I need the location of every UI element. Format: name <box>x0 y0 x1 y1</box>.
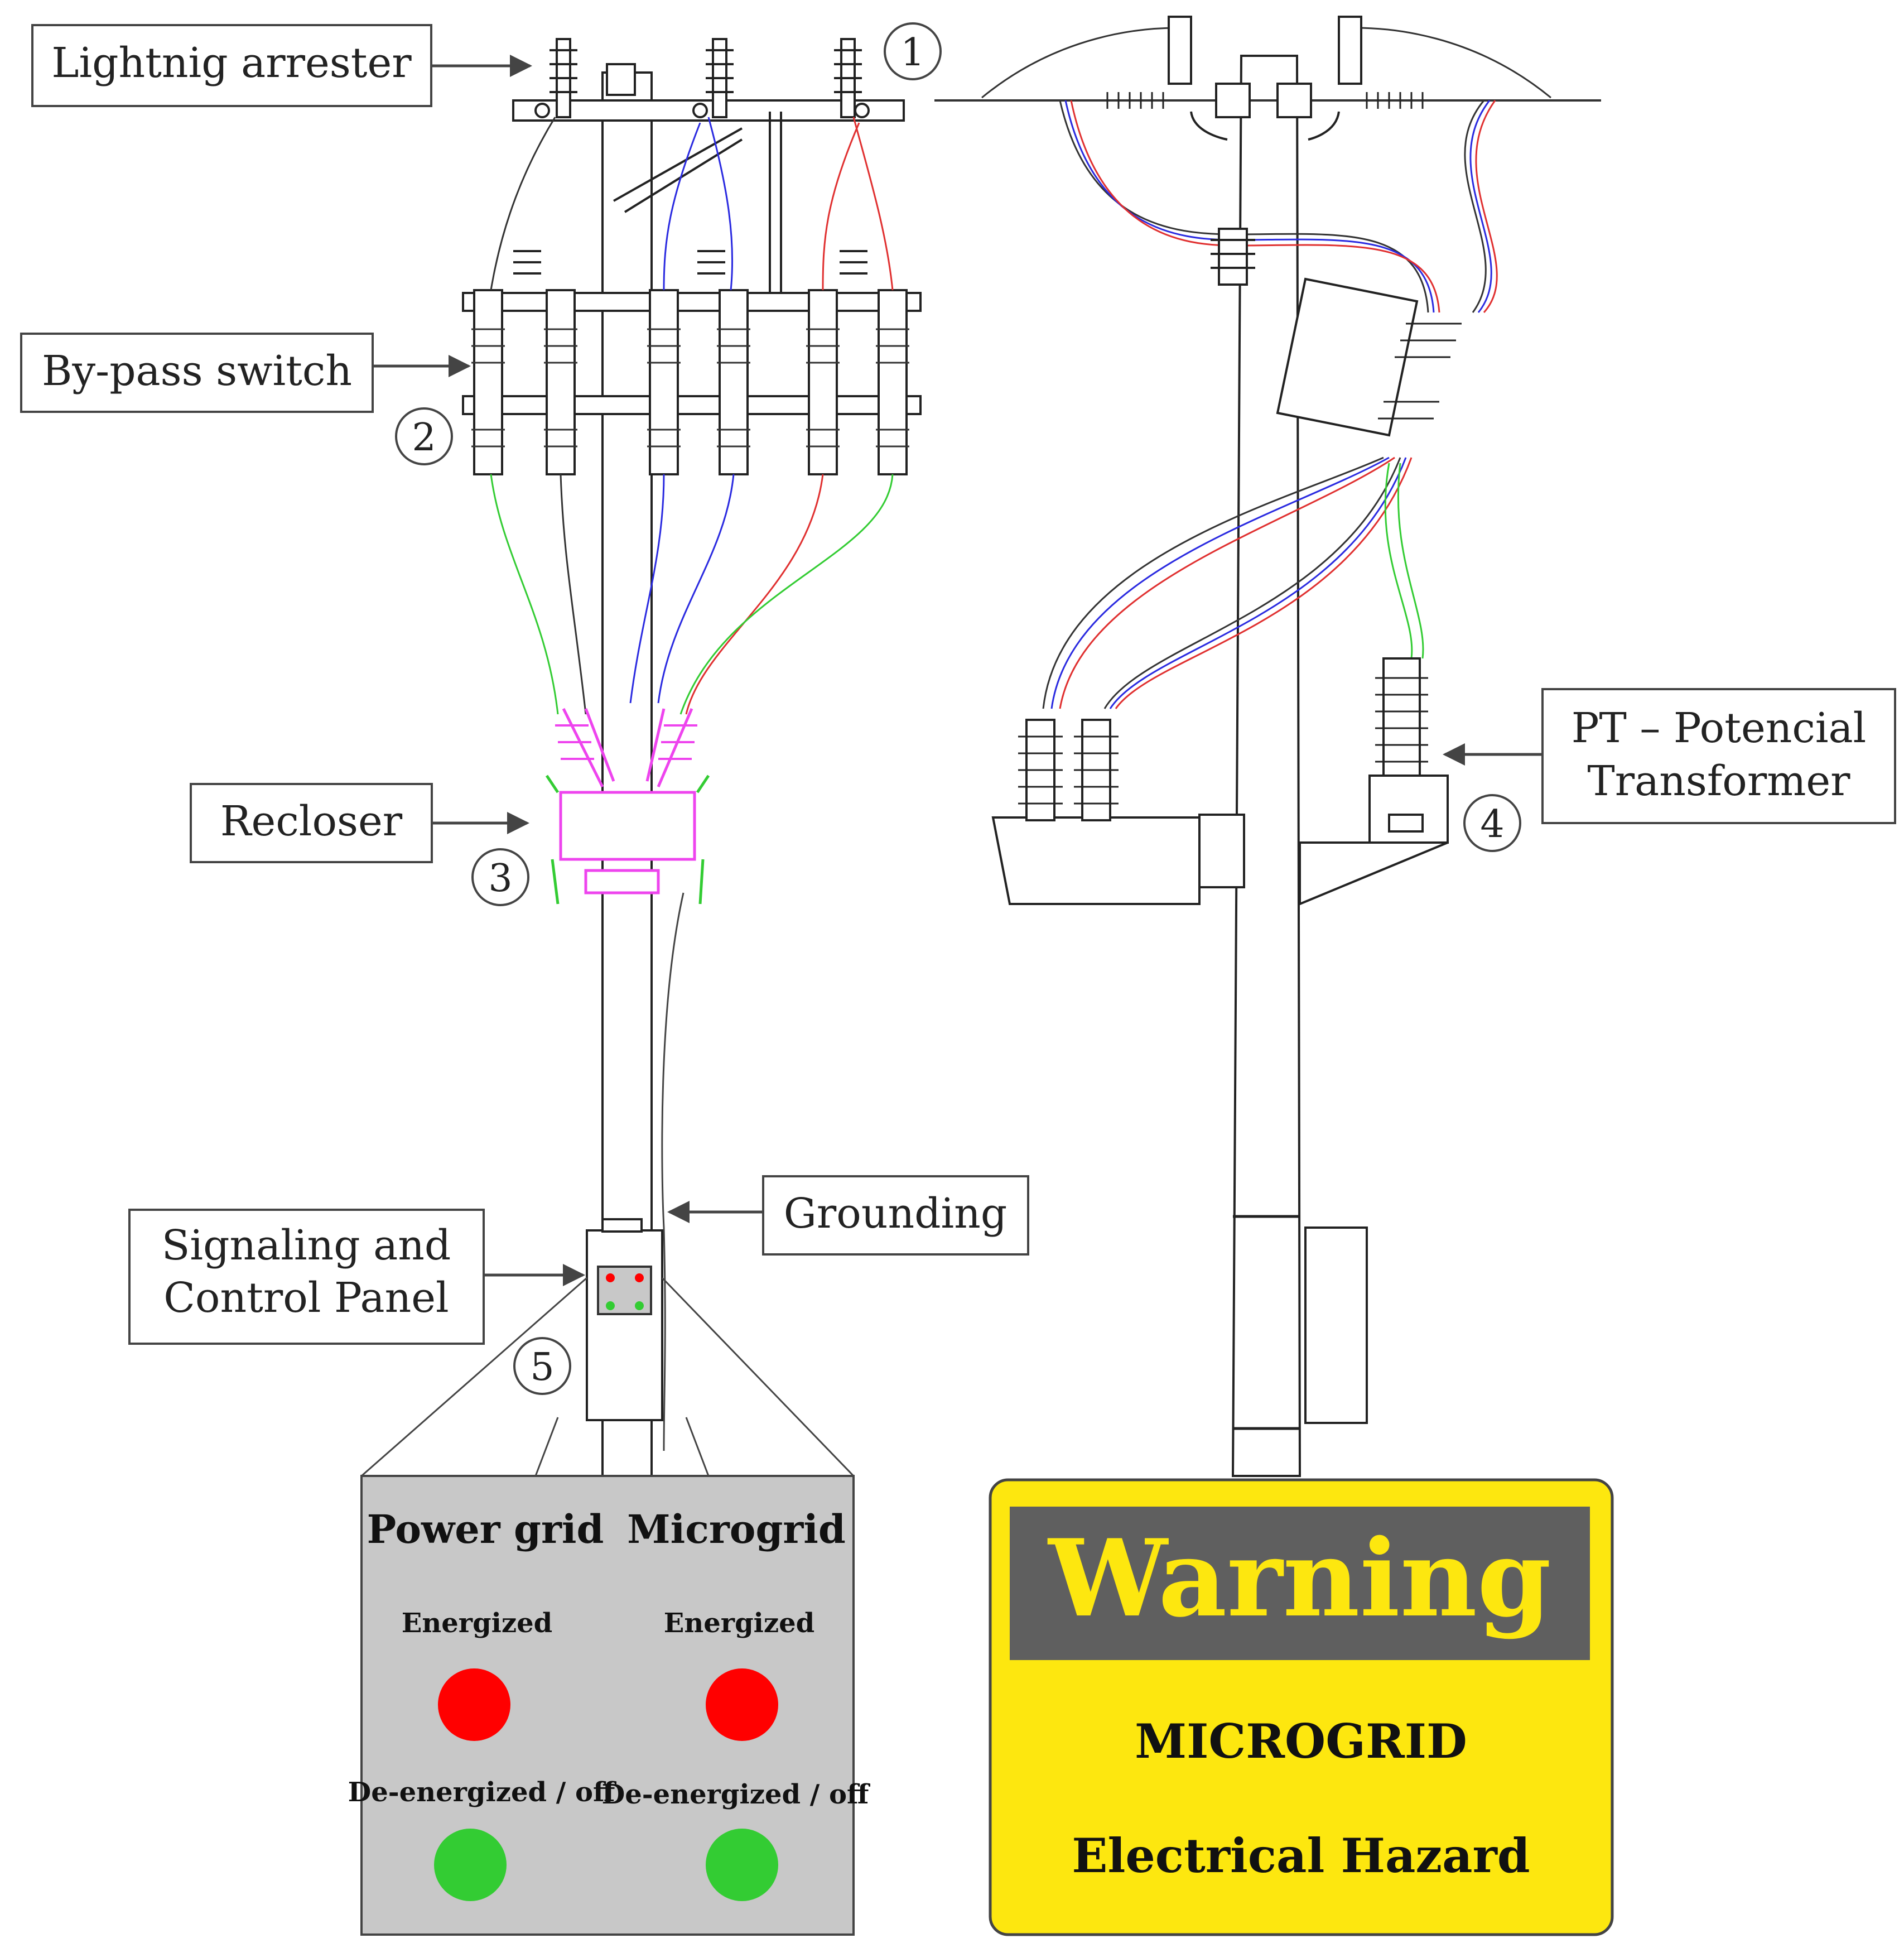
right-equipment <box>991 228 1462 1430</box>
callout-grounding-label: Grounding <box>784 1190 1007 1238</box>
bypass-switch-assembly <box>462 250 922 475</box>
svg-text:3: 3 <box>488 857 512 901</box>
power-grid-heading: Power grid <box>367 1506 604 1552</box>
arrester-2 <box>692 38 734 118</box>
callout-pt-line1: PT – Potencial <box>1572 704 1867 752</box>
signaling-panel-box <box>586 1218 663 1421</box>
svg-text:2: 2 <box>412 416 436 460</box>
microgrid-deenergized-light <box>706 1829 778 1901</box>
callout-grounding: Grounding <box>667 1175 1029 1256</box>
callout-lightning-arrester: Lightnig arrester <box>31 24 532 107</box>
power-grid-deenergized-light <box>434 1829 507 1901</box>
warning-banner <box>1010 1507 1590 1660</box>
microgrid-energized-label: Energized <box>664 1608 814 1639</box>
right-wires <box>1042 100 1498 709</box>
callout-lightning-arrester-label: Lightnig arrester <box>51 39 412 87</box>
power-grid-deenergized-label: De-energized / off <box>348 1777 616 1808</box>
zoom-lines <box>361 1277 855 1477</box>
wires-upper <box>490 117 894 291</box>
callout-bypass-switch: By-pass switch <box>20 333 471 413</box>
power-grid-energized-light <box>438 1668 510 1741</box>
callout-recloser-label: Recloser <box>220 797 403 845</box>
callout-signaling-panel: Signaling and Control Panel <box>128 1209 585 1345</box>
microgrid-heading: Microgrid <box>627 1506 846 1552</box>
callout-signaling-panel-line2: Control Panel <box>163 1274 449 1322</box>
arrester-1 <box>534 38 577 118</box>
callout-signaling-panel-line1: Signaling and <box>162 1221 451 1269</box>
power-grid-energized-label: Energized <box>402 1608 552 1639</box>
wires-lower <box>490 474 894 715</box>
marker-4: 4 <box>1463 794 1521 852</box>
callout-pt-line2: Transformer <box>1587 757 1850 805</box>
svg-text:5: 5 <box>530 1345 554 1389</box>
microgrid-energized-light <box>706 1668 778 1741</box>
svg-text:1: 1 <box>900 31 924 75</box>
marker-5: 5 <box>513 1337 571 1395</box>
marker-1: 1 <box>884 22 942 80</box>
recloser <box>545 708 710 905</box>
svg-text:4: 4 <box>1480 802 1504 846</box>
lightning-arrester-assembly <box>512 38 905 301</box>
arrester-3 <box>834 38 870 118</box>
callout-pt: PT – Potencial Transformer <box>1443 688 1896 824</box>
callout-bypass-switch-label: By-pass switch <box>42 347 352 395</box>
warning-sign: Warning MICROGRID Electrical Hazard <box>989 1478 1614 1936</box>
panel-detail: Power grid Microgrid Energized Energized… <box>348 1475 870 1936</box>
warning-line-hazard: Electrical Hazard <box>1072 1828 1530 1883</box>
grounding-wire <box>661 892 685 1451</box>
marker-2: 2 <box>395 407 453 465</box>
microgrid-deenergized-label: De-energized / off <box>602 1779 870 1810</box>
warning-title: Warning <box>1047 1516 1551 1641</box>
warning-line-microgrid: MICROGRID <box>1135 1714 1467 1769</box>
marker-3: 3 <box>471 848 529 906</box>
callout-recloser: Recloser <box>190 783 529 863</box>
